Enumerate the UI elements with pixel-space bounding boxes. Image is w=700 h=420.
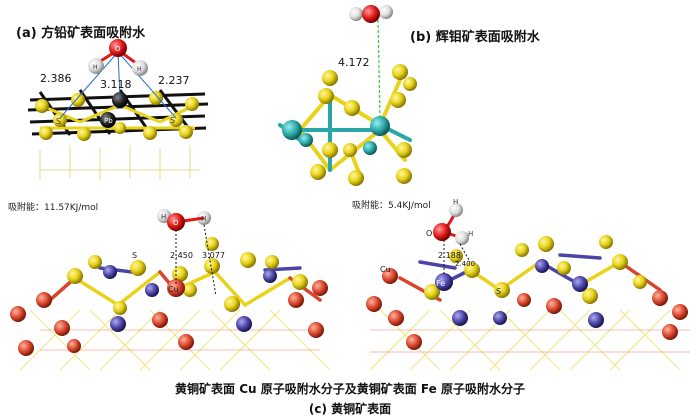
atom-label-h-c2a: H — [453, 198, 458, 206]
atom-label-pb: Pb — [104, 117, 113, 125]
atom-label-h-a1: H — [93, 64, 98, 71]
atom-label-h-c1b: H — [161, 213, 166, 221]
caption-line: 黄铜矿表面 Cu 原子吸附水分子及黄铜矿表面 Fe 原子吸附水分子 — [175, 382, 525, 396]
atom-label-cu-c1: Cu — [168, 285, 179, 294]
distance-label-c2-2: 2.400 — [455, 260, 475, 268]
distance-label-a-left: 2.386 — [40, 72, 72, 85]
atom-label-o-a: O — [115, 45, 121, 53]
panel-c-right-structure: O H H 2.188 2.400 Cu Fe S — [366, 198, 690, 371]
atom-label-h-c1a: H — [201, 215, 206, 223]
atom-label-o-c2: O — [426, 229, 432, 238]
distance-label-c1-1: 2.450 — [170, 251, 193, 260]
distance-label-c1-2: 3.077 — [202, 251, 225, 260]
panel-b-title: (b) 辉钼矿表面吸附水 — [410, 30, 540, 45]
atom-label-h-a2: H — [137, 66, 142, 73]
distance-label-c2-1: 2.188 — [438, 251, 461, 260]
panel-a-structure: S S Pb O H H 2.386 3.118 2.237 — [27, 39, 209, 180]
atom-label-s-c2: S — [496, 287, 501, 296]
atom-label-fe-c2: Fe — [436, 279, 445, 288]
panel-a-title: (a) 方铅矿表面吸附水 — [16, 26, 146, 41]
caption-title: (c) 黄铜矿表面 — [308, 402, 392, 416]
atom-label-cu-c2: Cu — [380, 265, 391, 274]
adsorption-energy-cu: 吸附能：11.57KJ/mol — [8, 203, 99, 213]
adsorption-energy-fe: 吸附能：5.4KJ/mol — [352, 201, 431, 211]
atom-label-s-left: S — [56, 117, 61, 126]
distance-label-a-right: 2.237 — [158, 74, 190, 87]
panel-c-left-structure: O H H 2.450 3.077 S Cu — [10, 209, 331, 371]
distance-label-a-center: 3.118 — [100, 78, 132, 91]
panel-b-structure: 4.172 — [278, 5, 417, 186]
atom-label-h-c2b: H — [468, 230, 473, 238]
atom-label-s-c1: S — [132, 251, 137, 260]
atom-label-o-c1: O — [173, 219, 179, 227]
atom-label-s-right: S — [170, 116, 175, 125]
distance-label-b: 4.172 — [338, 56, 370, 69]
